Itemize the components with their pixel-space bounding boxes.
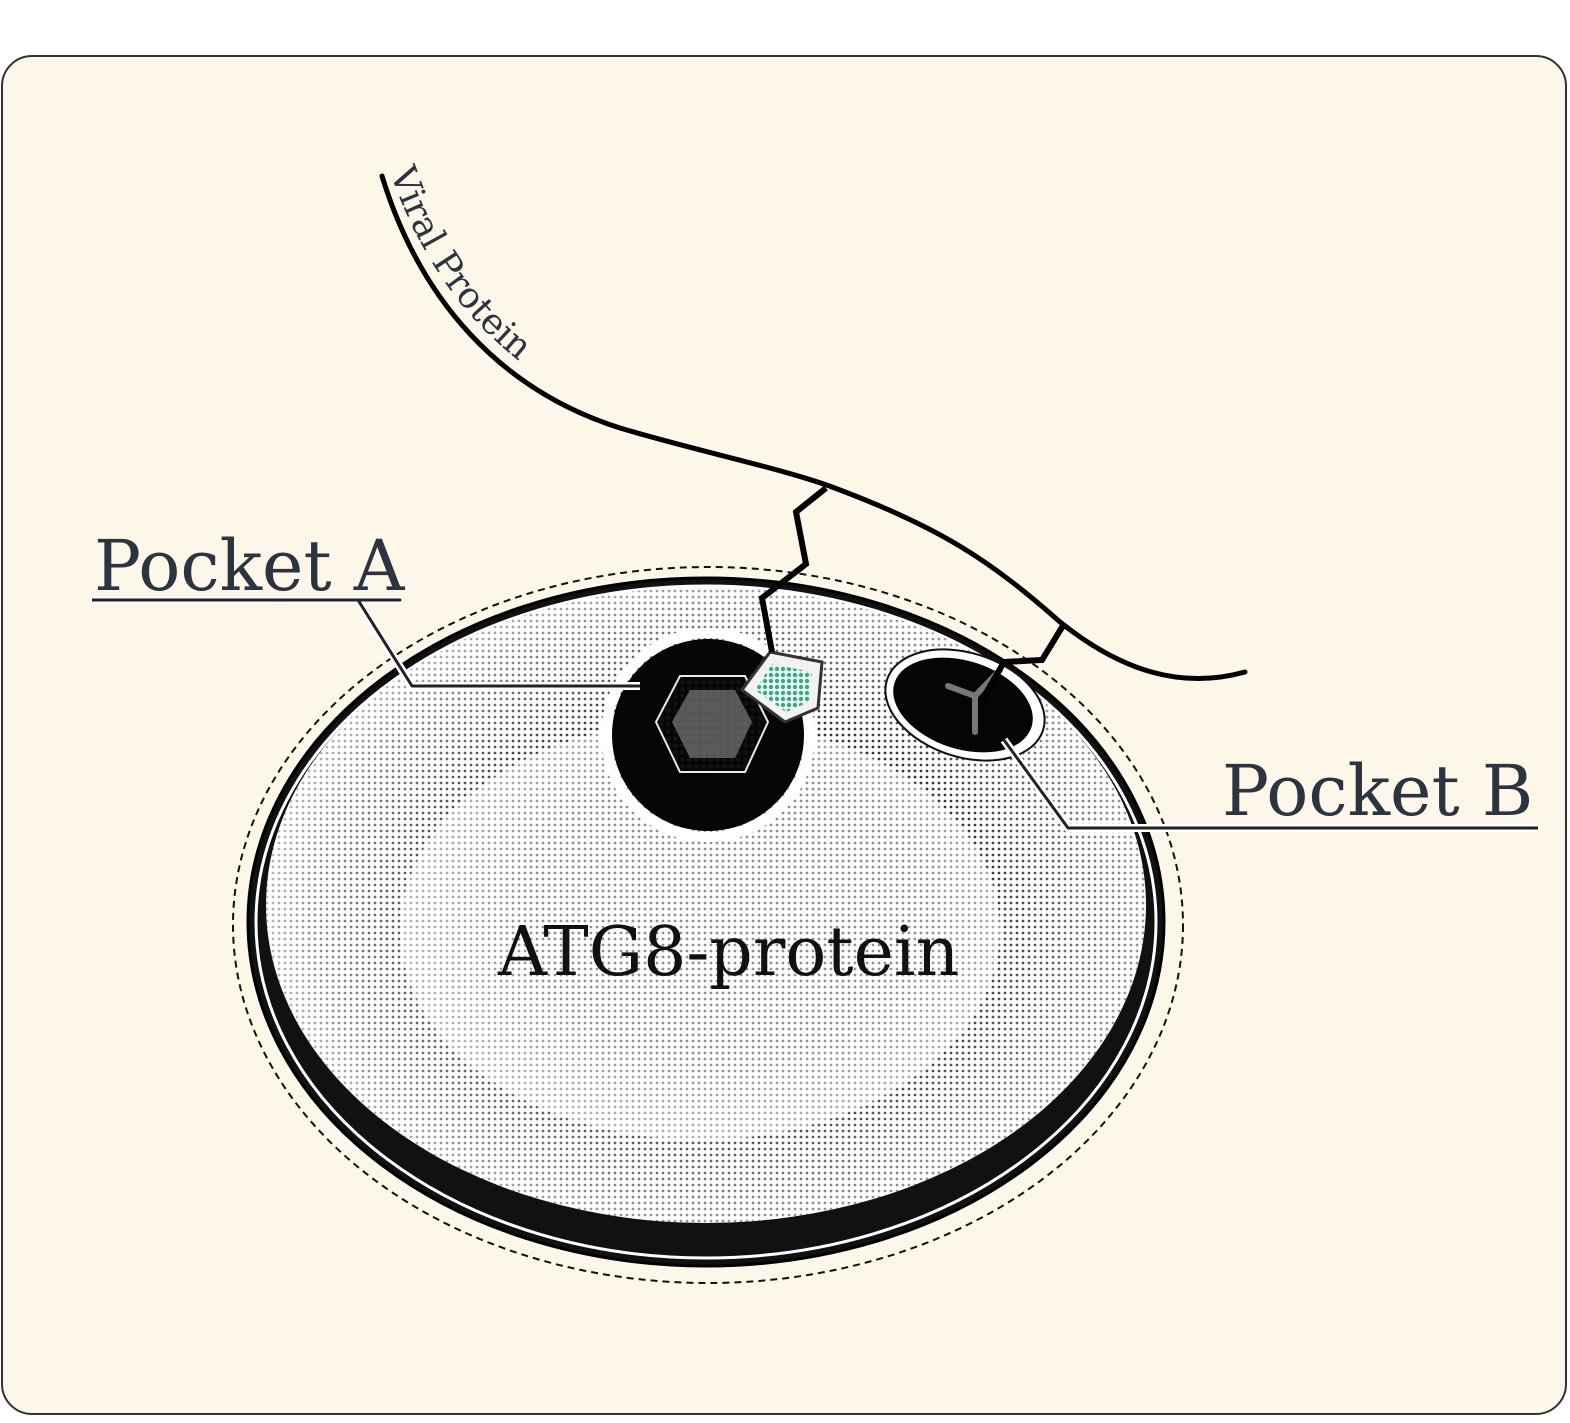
pocket-b <box>884 648 1046 762</box>
viral-protein <box>379 173 1248 702</box>
leader-lines <box>92 596 1538 832</box>
atg8-protein-body <box>232 566 1184 1284</box>
pocket-a <box>601 628 824 842</box>
pocket-b-label: Pocket B <box>1222 750 1533 832</box>
center-label: ATG8-protein <box>497 913 959 992</box>
pocket-a-label: Pocket A <box>94 525 406 607</box>
